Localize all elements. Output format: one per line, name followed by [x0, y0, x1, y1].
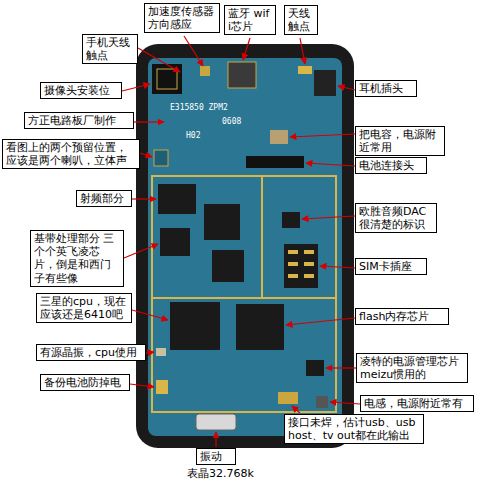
shield-frame	[152, 176, 262, 298]
callout-box: 耳机插头	[355, 80, 417, 97]
shield-frame	[262, 176, 336, 298]
oscillator	[156, 348, 166, 356]
flash-chip	[236, 304, 284, 350]
camera-mount	[152, 64, 182, 94]
callout-text: flash内存芯片	[359, 310, 445, 323]
callout-text: 把电容，电源附 近常用	[359, 128, 441, 154]
inductor	[316, 396, 328, 408]
callout-box: 手机天线 触点	[82, 34, 138, 64]
callout-text: 看图上的两个预留位置， 应该是两个喇叭，立体声	[6, 141, 136, 167]
callout-text: 凌特的电源管理芯片 meizu惯用的	[360, 355, 464, 381]
callout-text: 振动	[200, 450, 232, 463]
bt-wifi-chip	[228, 62, 256, 88]
callout-box: 三星的cpu，现在 应该还是6410吧	[36, 293, 132, 323]
baseband-chip	[204, 204, 240, 240]
callout-text: 欧胜音频DAC 很清楚的标识	[359, 205, 433, 231]
shield-frame	[152, 298, 336, 412]
callout-box: 有源晶振，cpu使用	[36, 344, 146, 361]
callout-box: 接口未焊，估计usb、usb host、tv out都在此输出	[284, 414, 424, 444]
callout-text: 方正电路板厂制作	[28, 114, 130, 127]
callout-text: 有源晶振，cpu使用	[40, 346, 142, 359]
silkscreen-text: E315850 ZPM2	[170, 104, 228, 112]
callout-box: 蓝牙 wifi芯片	[224, 5, 276, 35]
callout-box: 备份电池防掉电	[40, 374, 130, 391]
callout-text: 基带处理部分 三个个英飞凌芯片，倒是和西门子有些像	[34, 232, 120, 285]
accel-sensor	[200, 66, 210, 76]
callout-text: SIM卡插座	[359, 260, 423, 273]
battery-connector	[246, 156, 304, 168]
callout-text: 三星的cpu，现在 应该还是6410吧	[40, 295, 128, 321]
callout-text: 接口未焊，估计usb、usb host、tv out都在此输出	[288, 416, 420, 442]
sim-socket	[284, 244, 318, 288]
callout-text: 电感，电源附近常有	[364, 397, 470, 410]
callout-box: 电池连接头	[355, 157, 427, 174]
capacitor	[270, 130, 288, 144]
audio-dac	[282, 212, 300, 228]
camera-outline	[157, 69, 177, 89]
callout-text: 电池连接头	[359, 159, 423, 172]
baseband-chip	[212, 250, 244, 282]
silkscreen-text: H02	[186, 132, 200, 140]
callout-text: 耳机插头	[359, 82, 413, 95]
callout-text: 蓝牙 wifi芯片	[228, 7, 272, 33]
speaker-pad	[154, 150, 168, 166]
cpu-chip	[170, 302, 220, 350]
callout-box: 基带处理部分 三个个英飞凌芯片，倒是和西门子有些像	[30, 230, 124, 287]
backup-battery	[156, 380, 168, 394]
callout-box: 电感，电源附近常有	[360, 395, 474, 412]
callout-box: 看图上的两个预留位置， 应该是两个喇叭，立体声	[2, 139, 140, 169]
sim-contacts	[288, 250, 314, 278]
callout-text: 备份电池防掉电	[44, 376, 126, 389]
headphone-jack	[314, 70, 336, 96]
phone-housing	[136, 44, 354, 448]
rf-chip	[158, 184, 196, 214]
callout-text: 天线 触点	[288, 7, 314, 33]
callout-text: 加速度传感器 方向感应	[148, 5, 216, 31]
baseband-chip	[160, 228, 190, 256]
callout-text: 射频部分	[80, 192, 128, 205]
callout-box: flash内存芯片	[355, 308, 449, 325]
callout-box: 凌特的电源管理芯片 meizu惯用的	[356, 353, 468, 383]
callout-text: 摄像头安装位	[44, 84, 118, 97]
silkscreen-text: 0608	[222, 118, 241, 126]
callout-text: 手机天线 触点	[86, 36, 134, 62]
leader-lines	[122, 36, 360, 447]
callout-box: 振动	[196, 448, 236, 465]
callout-box: 方正电路板厂制作	[24, 112, 134, 129]
unsoldered-connector	[278, 392, 298, 404]
callout-box: 欧胜音频DAC 很清楚的标识	[355, 203, 437, 233]
callout-box: 摄像头安装位	[40, 82, 122, 99]
antenna-contact	[298, 66, 312, 74]
callout-box: 加速度传感器 方向感应	[144, 3, 220, 33]
callout-box: 把电容，电源附 近常用	[355, 126, 445, 156]
callout-box: SIM卡插座	[355, 258, 427, 275]
callout-box: 射频部分	[76, 190, 132, 207]
part-label: 表晶32.768k	[186, 467, 255, 480]
callout-box: 天线 触点	[284, 5, 318, 35]
pmic-chip	[306, 360, 324, 376]
vibration-motor	[196, 414, 236, 430]
pcb-board	[148, 58, 342, 436]
